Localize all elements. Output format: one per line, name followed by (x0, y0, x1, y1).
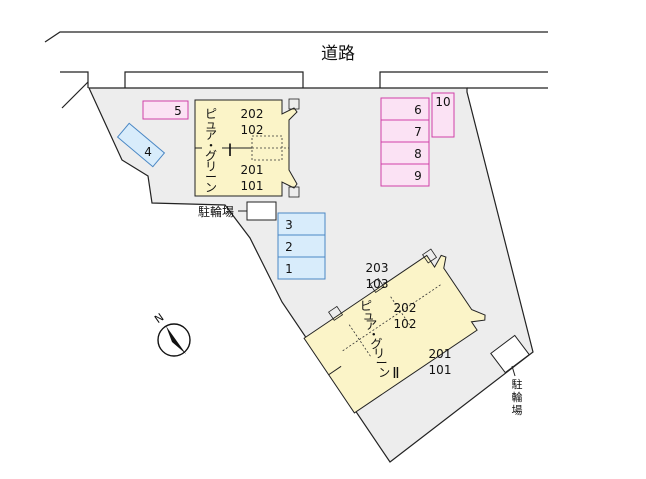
svg-text:3: 3 (285, 218, 293, 232)
road-label: 道路 (321, 44, 355, 64)
room-label: 101 (429, 363, 452, 377)
svg-text:7: 7 (414, 125, 422, 139)
bike-parking-1: 駐輪場 (198, 201, 277, 221)
compass-icon: N (152, 311, 191, 357)
room-label: 103 (366, 277, 389, 291)
bike-parking-2-char: 場 (512, 404, 523, 417)
svg-text:8: 8 (414, 147, 422, 161)
parking-space-3: 3 (277, 212, 326, 236)
bike-parking-2: 駐 輪 場 (490, 334, 530, 417)
bike-parking-2-char: 輪 (512, 390, 523, 404)
building-2-numeral: Ⅱ (392, 364, 399, 382)
room-label: 201 (241, 163, 264, 177)
svg-text:9: 9 (414, 169, 422, 183)
svg-text:2: 2 (285, 240, 293, 254)
svg-text:6: 6 (414, 103, 422, 117)
parking-pink: 5 6 7 8 9 10 (142, 92, 455, 187)
parking-space-10: 10 (431, 92, 455, 138)
parking-blue: 4 3 2 1 (116, 122, 326, 280)
building-2 (303, 248, 486, 414)
svg-text:10: 10 (435, 95, 450, 109)
parking-space-9: 9 (380, 163, 430, 187)
building-1: Ⅰ 202 102 201 101 (194, 98, 300, 198)
b1vertical-text: ピュア・グリーン (205, 107, 217, 195)
b2vertical-text: ピュア・グリーン (360, 299, 390, 380)
parking-space-2: 2 (277, 234, 326, 258)
compass-north-label: N (152, 311, 166, 326)
svg-text:4: 4 (144, 145, 152, 159)
bike-parking-1-label: 駐輪場 (198, 204, 234, 219)
parking-space-6: 6 (380, 97, 430, 121)
building-1-numeral: Ⅰ (227, 141, 232, 161)
parking-space-4: 4 (116, 122, 166, 168)
room-label: 202 (394, 301, 417, 315)
room-label: 102 (394, 317, 417, 331)
room-label: 102 (241, 123, 264, 137)
svg-text:1: 1 (285, 262, 293, 276)
road: 道路 (44, 31, 548, 109)
parking-space-1: 1 (277, 256, 326, 280)
bike-parking-2-char: 駐 (512, 377, 523, 391)
room-label: 201 (429, 347, 452, 361)
svg-text:5: 5 (174, 104, 182, 118)
building-1-vertical-name: ピュア・グリーン (205, 107, 217, 195)
parking-space-8: 8 (380, 141, 430, 165)
room-label: 203 (366, 261, 389, 275)
parking-space-7: 7 (380, 119, 430, 143)
parking-space-5: 5 (142, 100, 189, 120)
building-2-rooms: 203 103 202 102 201 101 (366, 261, 452, 377)
room-label: 101 (241, 179, 264, 193)
room-label: 202 (241, 107, 264, 121)
